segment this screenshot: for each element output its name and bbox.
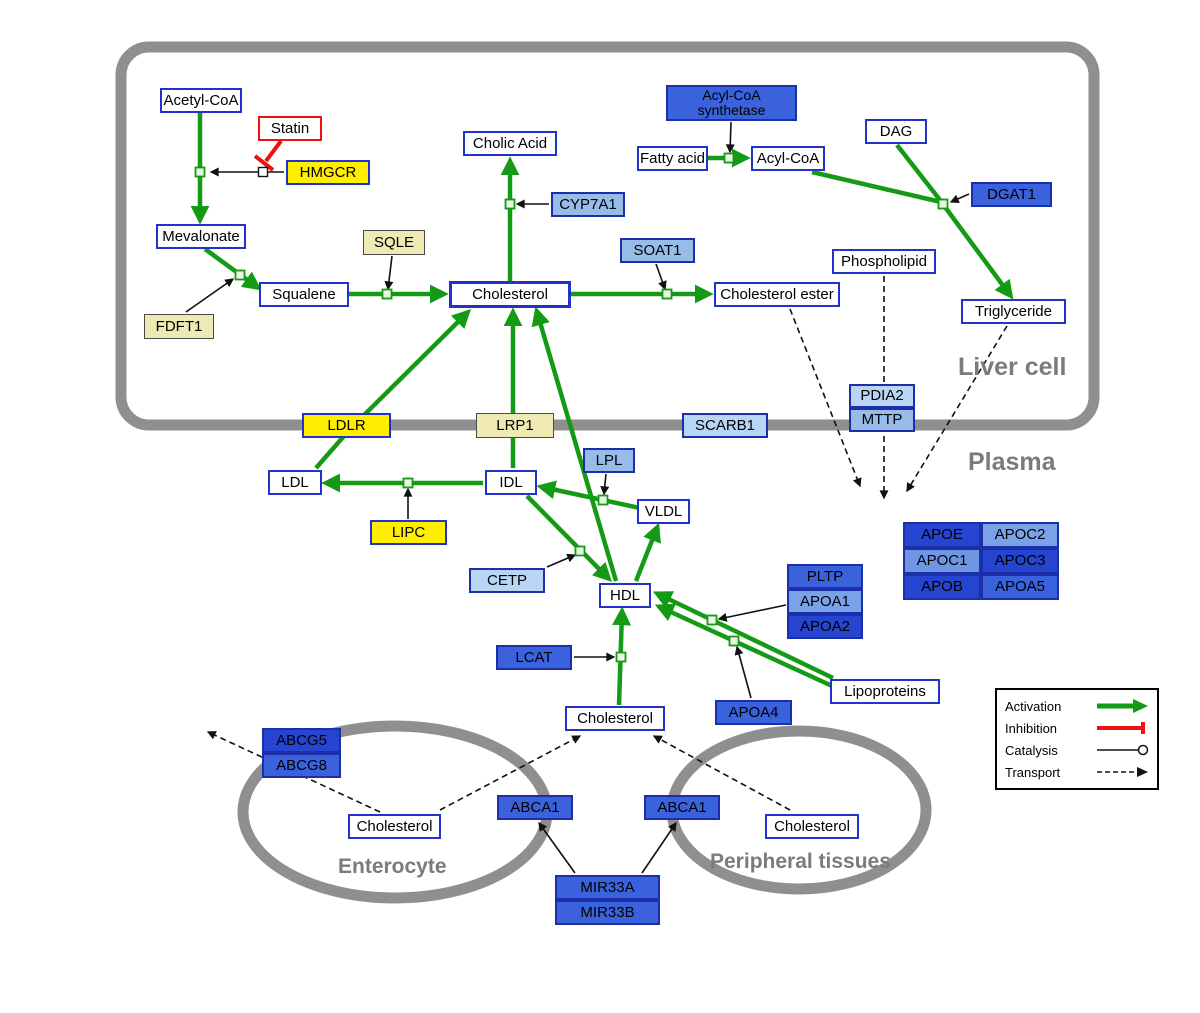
node-vldl[interactable]: VLDL (637, 499, 690, 524)
node-apob[interactable]: APOB (903, 574, 981, 600)
liver-cell-label: Liver cell (958, 353, 1067, 381)
node-apoc1[interactable]: APOC1 (903, 548, 981, 574)
node-lrp1[interactable]: LRP1 (476, 413, 554, 438)
node-idl[interactable]: IDL (485, 470, 537, 495)
node-apoa5[interactable]: APOA5 (981, 574, 1059, 600)
node-cetp[interactable]: CETP (469, 568, 545, 593)
node-abcg8[interactable]: ABCG8 (262, 753, 341, 778)
node-ldl[interactable]: LDL (268, 470, 322, 495)
peripheral-tissues-label: Peripheral tissues (710, 850, 891, 873)
node-sqle[interactable]: SQLE (363, 230, 425, 255)
node-ldlr[interactable]: LDLR (302, 413, 391, 438)
node-soat1[interactable]: SOAT1 (620, 238, 695, 263)
inhibition-tbar-icon (1097, 722, 1145, 734)
node-lipc[interactable]: LIPC (370, 520, 447, 545)
legend-row-inhibition: Inhibition (1005, 720, 1149, 736)
node-mttp[interactable]: MTTP (849, 408, 915, 432)
legend: Activation Inhibition Catalysis Transpor… (995, 688, 1159, 790)
node-dgat1[interactable]: DGAT1 (971, 182, 1052, 207)
plasma-label: Plasma (968, 448, 1056, 476)
node-cholesterol-liver[interactable]: Cholesterol (449, 281, 571, 308)
legend-row-activation: Activation (1005, 698, 1149, 714)
node-lcat[interactable]: LCAT (496, 645, 572, 670)
node-apoa2[interactable]: APOA2 (787, 614, 863, 639)
node-acyl-coa-synthetase[interactable]: Acyl-CoA synthetase (666, 85, 797, 121)
node-squalene[interactable]: Squalene (259, 282, 349, 307)
node-abcg5[interactable]: ABCG5 (262, 728, 341, 753)
node-acetyl-coa[interactable]: Acetyl-CoA (160, 88, 242, 113)
node-lipoproteins[interactable]: Lipoproteins (830, 679, 940, 704)
liver-cell-membrane (115, 41, 1100, 431)
node-cholic-acid[interactable]: Cholic Acid (463, 131, 557, 156)
inhibition-edge (253, 139, 283, 178)
node-cholesterol-ester[interactable]: Cholesterol ester (714, 282, 840, 307)
node-hdl[interactable]: HDL (599, 583, 651, 608)
node-apoa4[interactable]: APOA4 (715, 700, 792, 725)
legend-inhibition-label: Inhibition (1005, 720, 1058, 736)
node-apoc3[interactable]: APOC3 (981, 548, 1059, 574)
junction-nodes (194, 152, 949, 663)
node-fatty-acid[interactable]: Fatty acid (637, 146, 708, 171)
legend-activation-label: Activation (1005, 698, 1062, 714)
node-pltp[interactable]: PLTP (787, 564, 863, 589)
node-acyl-coa[interactable]: Acyl-CoA (751, 146, 825, 171)
transport-dashed-arrow-icon (1097, 767, 1148, 777)
node-dag[interactable]: DAG (865, 119, 927, 144)
node-apoe[interactable]: APOE (903, 522, 981, 548)
node-mir33a[interactable]: MIR33A (555, 875, 660, 900)
catalysis-circle-icon (1097, 744, 1149, 756)
catalysis-edges (185, 121, 970, 874)
legend-row-catalysis: Catalysis (1005, 742, 1149, 758)
inhibition-target-square (257, 166, 269, 178)
node-cholesterol-peripheral[interactable]: Cholesterol (765, 814, 859, 839)
node-pdia2[interactable]: PDIA2 (849, 384, 915, 408)
node-hmgcr[interactable]: HMGCR (286, 160, 370, 185)
enterocyte-label: Enterocyte (338, 855, 447, 878)
node-mir33b[interactable]: MIR33B (555, 900, 660, 925)
node-statin[interactable]: Statin (258, 116, 322, 141)
node-fdft1[interactable]: FDFT1 (144, 314, 214, 339)
node-triglyceride[interactable]: Triglyceride (961, 299, 1066, 324)
node-cholesterol-enterocyte[interactable]: Cholesterol (348, 814, 441, 839)
node-cyp7a1[interactable]: CYP7A1 (551, 192, 625, 217)
node-mevalonate[interactable]: Mevalonate (156, 224, 246, 249)
node-phospholipid[interactable]: Phospholipid (832, 249, 936, 274)
node-apoc2[interactable]: APOC2 (981, 522, 1059, 548)
node-scarb1[interactable]: SCARB1 (682, 413, 768, 438)
node-abca1-right[interactable]: ABCA1 (644, 795, 720, 820)
node-abca1-left[interactable]: ABCA1 (497, 795, 573, 820)
legend-transport-label: Transport (1005, 764, 1061, 780)
node-apoa1[interactable]: APOA1 (787, 589, 863, 614)
activation-arrow-icon (1097, 699, 1148, 713)
node-cholesterol-plasma[interactable]: Cholesterol (565, 706, 665, 731)
legend-catalysis-label: Catalysis (1005, 742, 1058, 758)
node-lpl[interactable]: LPL (583, 448, 635, 473)
legend-row-transport: Transport (1005, 764, 1149, 780)
